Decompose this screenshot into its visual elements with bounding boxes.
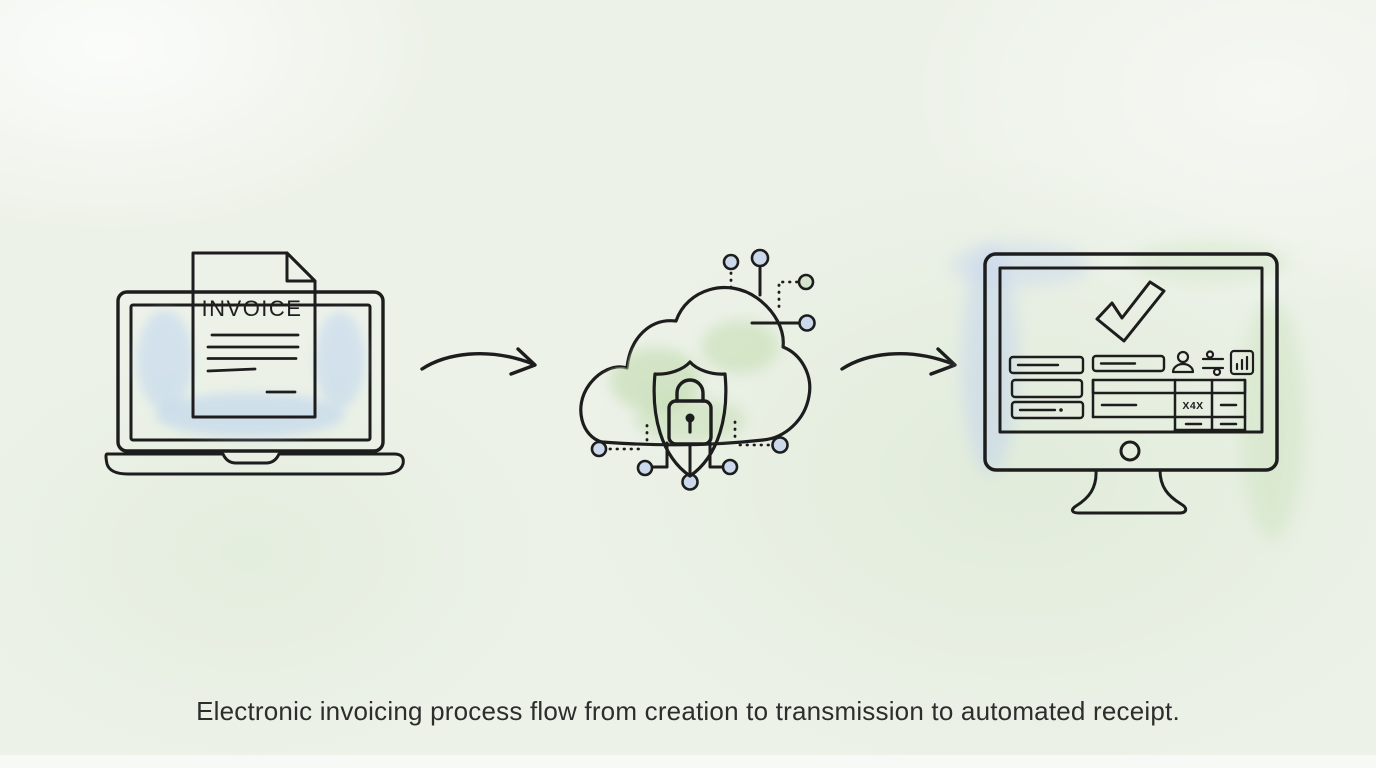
laptop-base bbox=[104, 452, 405, 476]
laptop-illustration: INVOICE bbox=[95, 240, 415, 495]
invoice-title: INVOICE bbox=[202, 296, 303, 321]
network-node bbox=[590, 440, 608, 458]
network-node bbox=[750, 248, 770, 268]
form-field bbox=[1008, 355, 1085, 375]
arrow-right-icon bbox=[835, 335, 985, 390]
secure-cloud-illustration bbox=[570, 235, 820, 495]
form-fields bbox=[1008, 355, 1085, 420]
document-lines bbox=[206, 333, 300, 394]
lock-icon bbox=[667, 378, 713, 446]
bar-chart-icon bbox=[1229, 349, 1255, 376]
form-field bbox=[1010, 400, 1085, 420]
network-node bbox=[771, 436, 789, 454]
network-nodes bbox=[590, 248, 816, 491]
user-icon bbox=[1171, 350, 1195, 374]
network-node bbox=[722, 253, 740, 271]
invoice-document: INVOICE bbox=[191, 251, 317, 419]
shield-icon bbox=[652, 360, 728, 478]
network-node bbox=[798, 314, 816, 332]
arrow-right-icon bbox=[415, 335, 565, 390]
table-cell-value: X4X bbox=[1182, 400, 1203, 412]
monitor-stand bbox=[1070, 468, 1188, 515]
form-field bbox=[1010, 378, 1084, 399]
network-node bbox=[797, 273, 815, 291]
laptop-screen bbox=[116, 290, 385, 453]
invoice-table: X4X bbox=[1091, 378, 1247, 432]
network-node bbox=[721, 458, 739, 476]
sliders-icon bbox=[1201, 350, 1225, 377]
caption: Electronic invoicing process flow from c… bbox=[196, 696, 1180, 726]
header-field bbox=[1091, 354, 1166, 373]
checkmark-icon bbox=[1095, 280, 1166, 343]
power-button bbox=[1119, 440, 1141, 462]
network-node bbox=[636, 459, 654, 477]
monitor-illustration: X4X bbox=[950, 240, 1304, 540]
